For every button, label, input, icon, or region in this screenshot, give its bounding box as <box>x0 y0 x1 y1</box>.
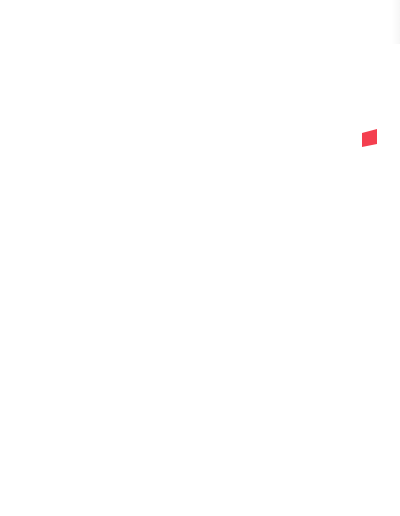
red-shape-icon <box>362 129 377 147</box>
red-shape <box>362 129 377 147</box>
edge-shadow <box>392 0 400 44</box>
